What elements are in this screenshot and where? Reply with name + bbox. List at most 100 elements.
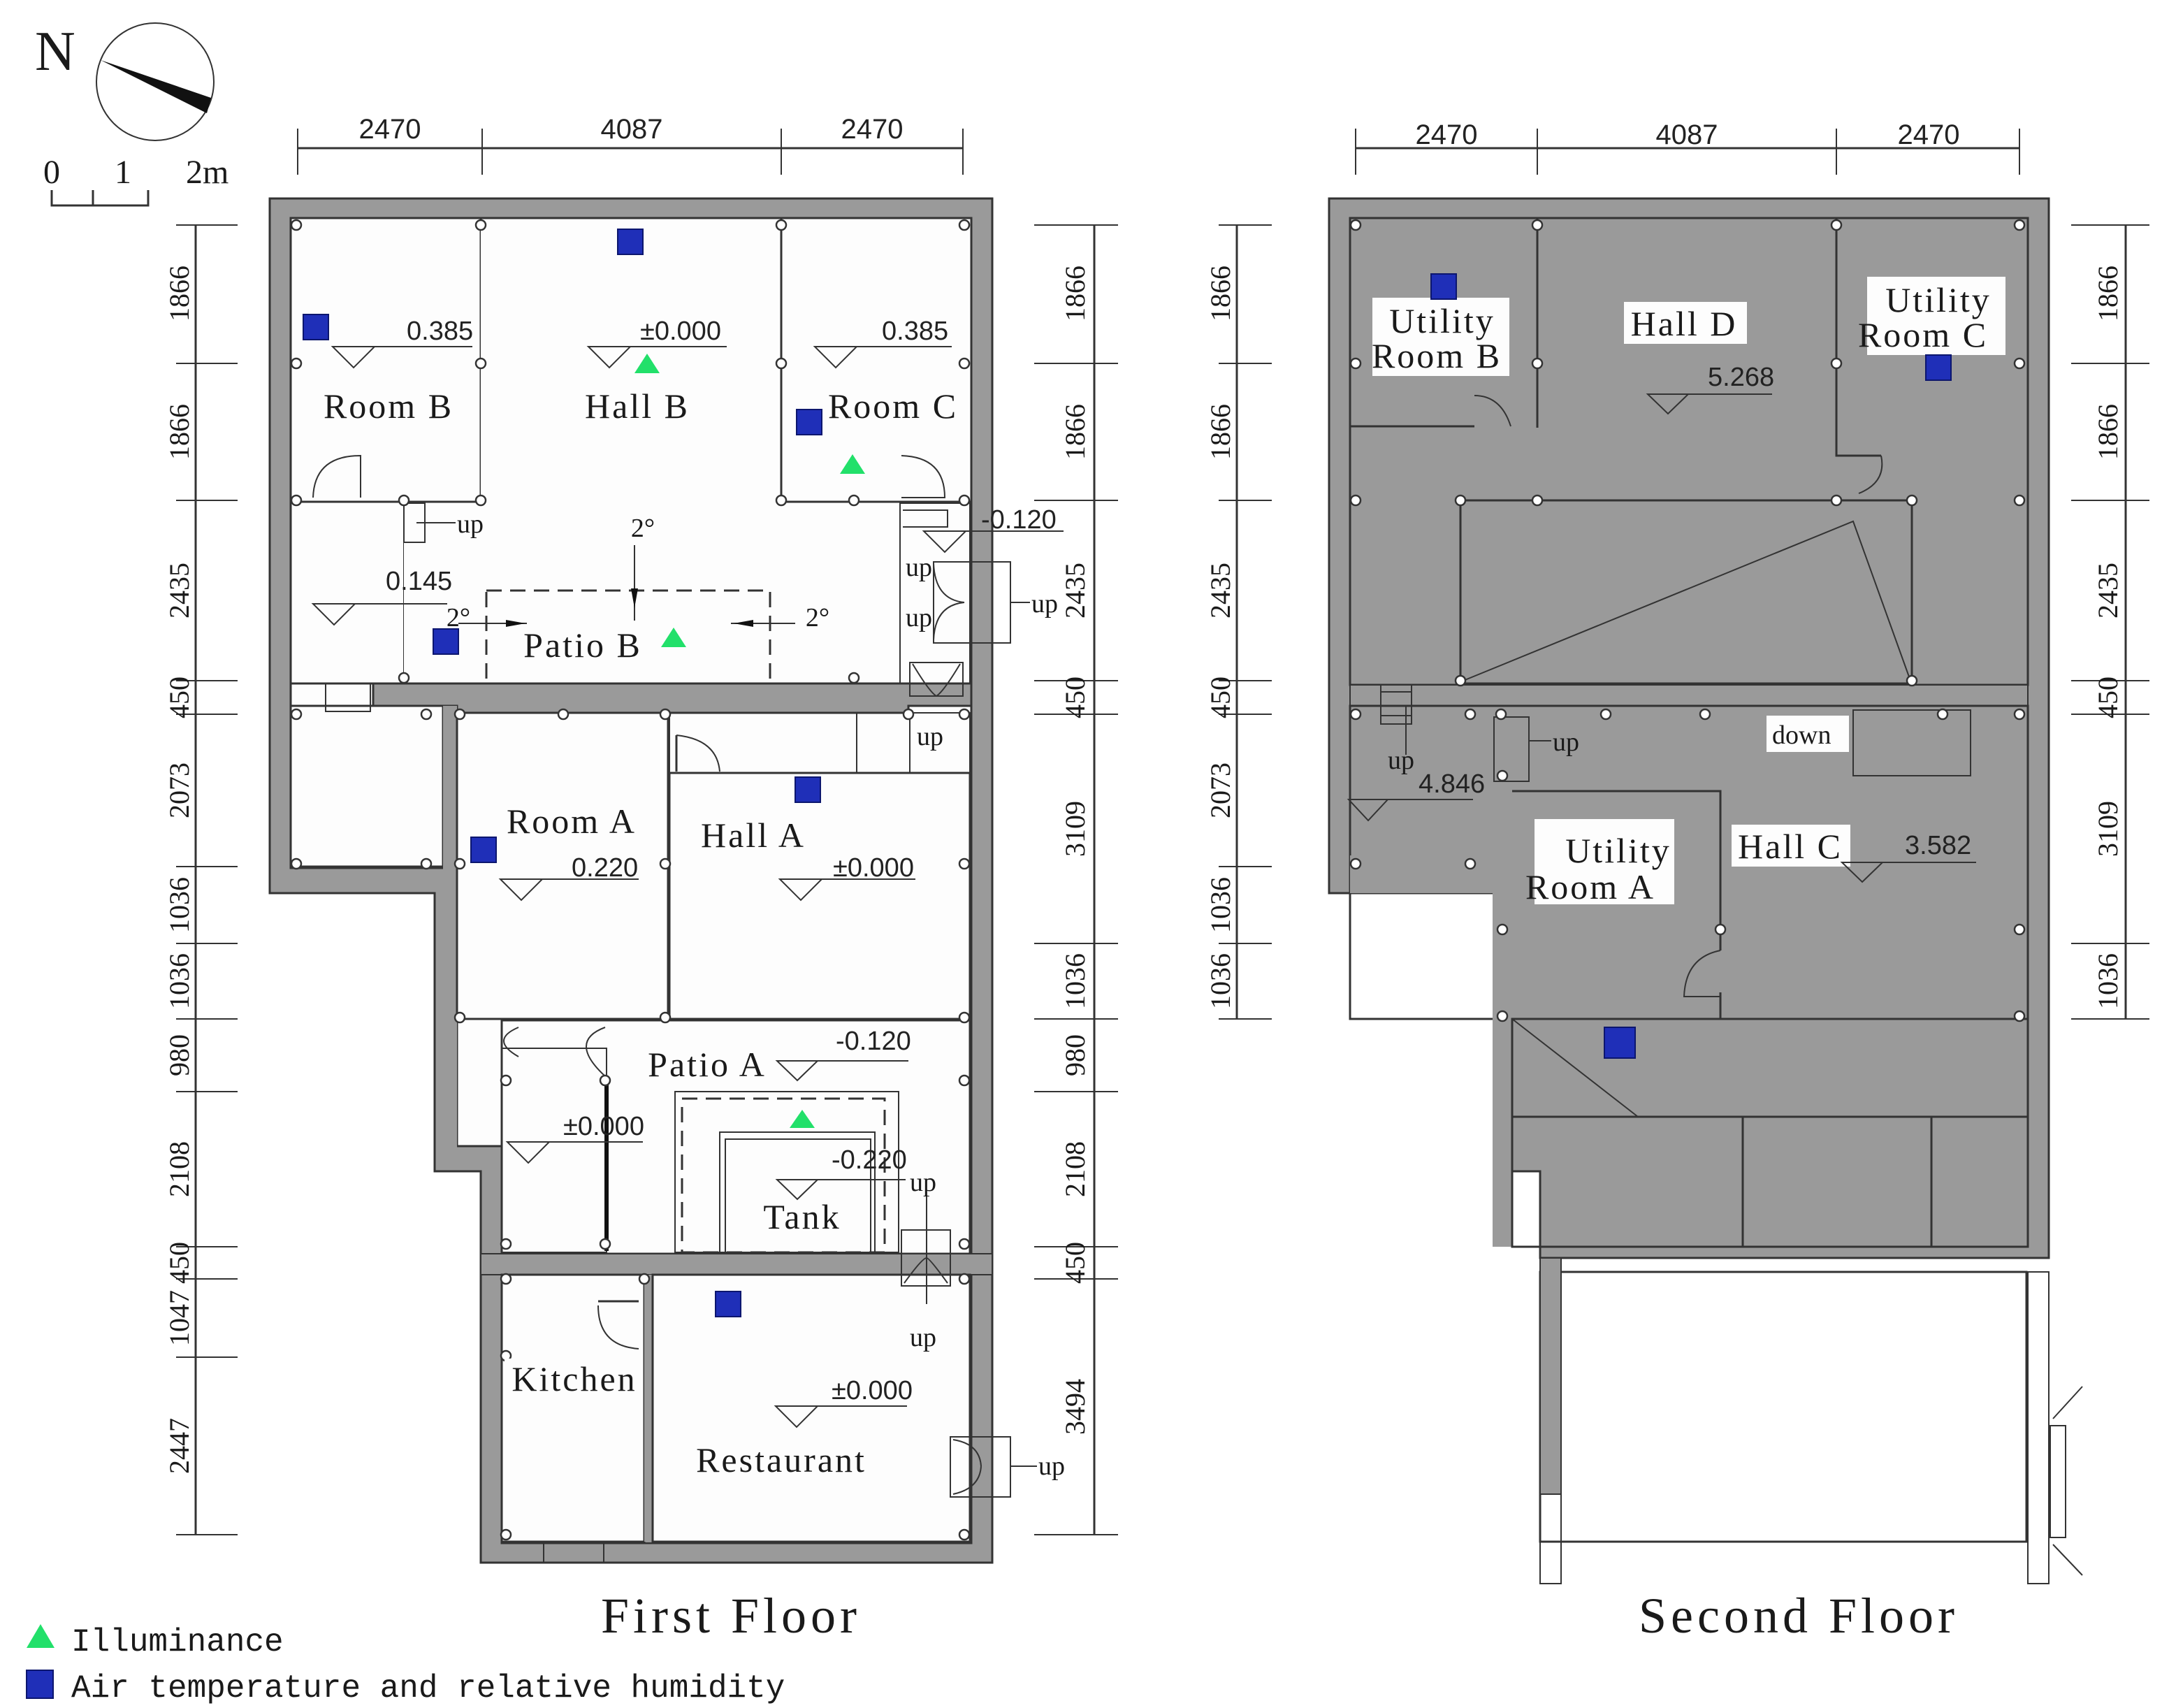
up-label: up: [1038, 1452, 1065, 1481]
north-label: N: [35, 21, 75, 82]
dim-label: 2470: [1416, 120, 1478, 150]
elevation-room-b: 0.385: [407, 317, 473, 346]
second-floor-right-dimensions: 1866 1866 2435 450 3109 1036: [2071, 224, 2149, 1020]
air-temp-humidity-legend-icon: [26, 1670, 54, 1699]
dim-label: 450: [2092, 676, 2124, 718]
sensors-second-floor: [1430, 273, 1952, 1059]
restaurant-floor: [651, 1273, 971, 1543]
room-label-hall-a: Hall A: [701, 816, 806, 855]
columns: [290, 219, 971, 1541]
dim-label: 1047: [164, 1290, 195, 1346]
room-label-hall-b: Hall B: [585, 386, 690, 426]
stair-down: [1852, 709, 1971, 776]
room-label-kitchen: Kitchen: [512, 1359, 637, 1398]
slope-arrows: 2° 2° 2°: [447, 514, 829, 632]
first-floor-plan: 2470 4087 2470 1866 1866 2435 450 2073: [164, 114, 1118, 1644]
elevation-stair-landing: 0.145: [386, 567, 452, 596]
illuminance-sensor-icon: [840, 454, 865, 474]
room-label-room-a: Room A: [507, 802, 637, 841]
dim-label: 980: [1059, 1034, 1091, 1076]
dim-label: 2435: [2092, 563, 2124, 618]
room-label-utility-a: Utility: [1565, 831, 1671, 870]
dim-label: 450: [1205, 676, 1236, 718]
dim-label: 2435: [1059, 563, 1091, 618]
scale-tick-2: 2m: [186, 154, 228, 191]
air-temp-humidity-sensor-icon: [433, 628, 459, 655]
sensors-first-floor: [303, 229, 865, 1317]
dim-label: 450: [164, 676, 195, 718]
second-floor-top-dimensions: 2470 4087 2470: [1355, 120, 2020, 175]
elevation-tank: -0.220: [832, 1145, 907, 1175]
down-label: down: [1772, 721, 1831, 750]
dim-label: 1036: [164, 877, 195, 933]
air-temp-humidity-sensor-icon: [1430, 273, 1457, 300]
first-floor-title: First Floor: [601, 1588, 861, 1644]
dim-label: 1866: [1205, 404, 1236, 460]
second-floor-plan: 2470 4087 2470 1866 1866 2435 450 2073 1…: [1205, 120, 2149, 1644]
illuminance-sensor-icon: [661, 628, 686, 647]
second-floor-left-dimensions: 1866 1866 2435 450 2073 1036 1036: [1205, 224, 1272, 1020]
elevation-room-c: 0.385: [882, 317, 948, 346]
room-label-restaurant: Restaurant: [696, 1440, 866, 1479]
scale-bar: 0 1 2m: [43, 154, 228, 207]
compass-needle-icon: [101, 60, 211, 113]
dim-label: 1036: [1205, 877, 1236, 933]
up-label: up: [1553, 728, 1579, 757]
elevation-hall-c: 3.582: [1905, 831, 1971, 860]
elevation-hall-d: 5.268: [1708, 363, 1774, 392]
first-floor-left-dimensions: 1866 1866 2435 450 2073 1036 1036 980 21…: [164, 224, 238, 1535]
stair-up-labels: up up up up up up up up: [416, 509, 1065, 1481]
up-label: up: [906, 553, 932, 582]
columns: [1349, 219, 2026, 1022]
room-label-utility-c: Room C: [1858, 315, 1988, 354]
dim-label: 1036: [1059, 953, 1091, 1009]
dim-label: 1866: [164, 404, 195, 460]
dim-label: 450: [1059, 1242, 1091, 1284]
dim-label: 980: [164, 1034, 195, 1076]
slope-label: 2°: [447, 603, 470, 632]
up-label: up: [1031, 589, 1058, 618]
dim-label: 2470: [359, 114, 421, 145]
dim-label: 1866: [2092, 404, 2124, 460]
dim-label: 2073: [164, 762, 195, 818]
room-label-utility-a: Room A: [1525, 867, 1655, 906]
room-label-patio-a: Patio A: [648, 1045, 767, 1084]
room-label-patio-b: Patio B: [523, 625, 642, 665]
north-compass: N: [35, 21, 215, 141]
up-label: up: [910, 1168, 936, 1197]
room-label-tank: Tank: [763, 1197, 841, 1236]
legend-label-air-temp-humidity: Air temperature and relative humidity: [71, 1670, 785, 1705]
elevation-hall-a: ±0.000: [833, 853, 914, 883]
legend: Illuminance Air temperature and relative…: [26, 1624, 785, 1707]
dim-label: 1866: [1059, 266, 1091, 321]
air-temp-humidity-sensor-icon: [303, 314, 329, 340]
dim-label: 2470: [1898, 120, 1960, 150]
up-label: up: [457, 509, 484, 539]
compass-circle: [96, 22, 215, 141]
room-label-hall-c: Hall C: [1738, 827, 1843, 866]
first-floor-top-dimensions: 2470 4087 2470: [297, 114, 964, 175]
up-label: up: [1388, 746, 1414, 775]
dim-label: 1866: [1205, 266, 1236, 321]
air-temp-humidity-sensor-icon: [796, 409, 822, 435]
dim-label: 4087: [601, 114, 663, 145]
air-temp-humidity-sensor-icon: [715, 1291, 741, 1317]
dim-label: 1866: [2092, 266, 2124, 321]
stair: [856, 712, 911, 774]
dim-label: 1866: [164, 266, 195, 321]
elevation-markers: 0.385 ±0.000 0.385 0.145 -0.120 0.220 ±0…: [311, 317, 1064, 1428]
air-temp-humidity-sensor-icon: [470, 837, 497, 863]
room-labels: Room B Hall B Room C Patio B Room A Hall…: [324, 386, 956, 1480]
dim-label: 2435: [164, 563, 195, 618]
stair-labels: up up down: [1388, 716, 1849, 775]
legend-label-illuminance: Illuminance: [71, 1624, 284, 1660]
dim-label: 3494: [1059, 1379, 1091, 1435]
up-label: up: [910, 1323, 936, 1352]
stair-up: [1493, 716, 1530, 782]
room-label-utility-b: Room B: [1372, 336, 1502, 375]
elevation-west-stair: ±0.000: [563, 1112, 644, 1141]
dim-label: 450: [164, 1242, 195, 1284]
illuminance-legend-icon: [27, 1624, 55, 1648]
dim-label: 1036: [1205, 953, 1236, 1009]
scale-tick-0: 0: [43, 154, 60, 191]
